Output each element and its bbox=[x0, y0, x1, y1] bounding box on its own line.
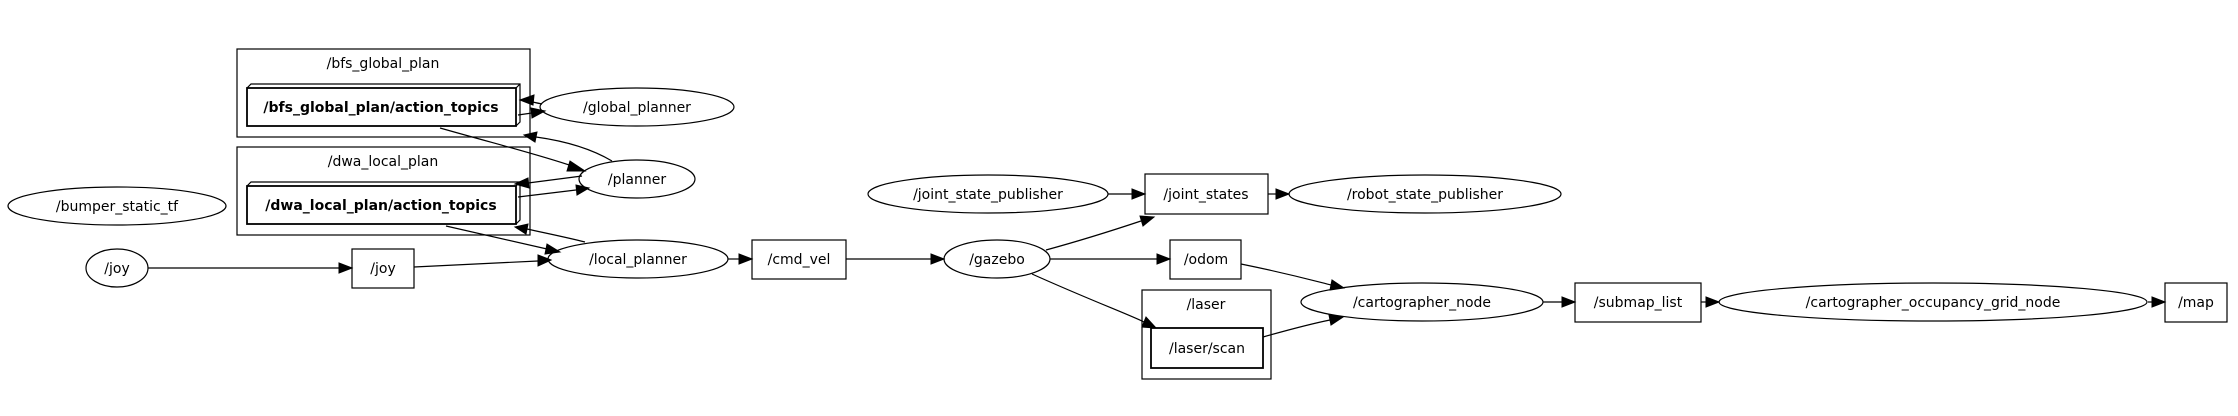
node-bfs-global-plan-action-topics[interactable]: /bfs_global_plan/action_topics bbox=[246, 83, 521, 127]
edge-dwa-action-to-planner bbox=[517, 189, 577, 198]
node-label: /bfs_global_plan/action_topics bbox=[263, 100, 498, 116]
edge-planner-to-dwa-action bbox=[527, 175, 583, 184]
edges bbox=[148, 94, 2167, 338]
node-joy[interactable]: /joy bbox=[85, 248, 149, 288]
node-planner[interactable]: /planner bbox=[578, 159, 696, 199]
node-label: /bumper_static_tf bbox=[56, 199, 179, 215]
edge-gazebo-to-joint-states bbox=[1045, 220, 1142, 251]
node-cartographer-occupancy-grid-node[interactable]: /cartographer_occupancy_grid_node bbox=[1718, 282, 2148, 322]
cluster-bfs-global-plan: /bfs_global_plan bbox=[236, 48, 531, 138]
cluster-label-laser: /laser bbox=[1187, 297, 1226, 313]
node-dwa-local-plan-action-topics[interactable]: /dwa_local_plan/action_topics bbox=[246, 181, 521, 225]
node-label: /cartographer_occupancy_grid_node bbox=[1806, 295, 2061, 311]
edge-joy-topic-to-local-planner bbox=[413, 260, 539, 268]
edge-gazebo-to-laser-scan bbox=[1031, 273, 1145, 323]
node-label: /joint_states bbox=[1163, 187, 1248, 203]
node-map[interactable]: /map bbox=[2164, 282, 2228, 323]
node-global-planner[interactable]: /global_planner bbox=[539, 87, 735, 127]
node-bumper-static-tf[interactable]: /bumper_static_tf bbox=[7, 186, 227, 226]
edge-dwa-action-to-local-planner bbox=[445, 225, 548, 250]
edge-bfs-action-to-planner bbox=[439, 127, 573, 167]
edge-laser-scan-to-cartographer bbox=[1262, 319, 1331, 338]
node-joint-state-publisher[interactable]: /joint_state_publisher bbox=[867, 174, 1109, 214]
node-label: /joint_state_publisher bbox=[913, 187, 1063, 203]
node-cmd-vel[interactable]: /cmd_vel bbox=[751, 239, 847, 280]
cluster-dwa-local-plan: /dwa_local_plan bbox=[236, 146, 531, 236]
edge-local-planner-to-dwa-action bbox=[526, 228, 586, 243]
node-joy-topic[interactable]: /joy bbox=[351, 248, 415, 289]
edge-planner-to-bfs-action bbox=[535, 136, 613, 162]
node-odom[interactable]: /odom bbox=[1169, 239, 1242, 280]
node-gazebo[interactable]: /gazebo bbox=[943, 239, 1051, 279]
node-label: /laser/scan bbox=[1169, 341, 1245, 357]
node-submap-list[interactable]: /submap_list bbox=[1574, 282, 1702, 323]
node-cartographer-node[interactable]: /cartographer_node bbox=[1300, 282, 1544, 322]
node-label: /global_planner bbox=[583, 100, 691, 116]
node-label: /cartographer_node bbox=[1353, 295, 1491, 311]
cluster-label-bfs-global-plan: /bfs_global_plan bbox=[327, 56, 440, 72]
node-laser-scan[interactable]: /laser/scan bbox=[1150, 327, 1264, 369]
cluster-laser: /laser bbox=[1141, 289, 1272, 380]
nodes: /bfs_global_plan/action_topics /dwa_loca… bbox=[7, 83, 2228, 369]
node-label: /gazebo bbox=[969, 252, 1025, 268]
node-label: /submap_list bbox=[1594, 295, 1683, 311]
node-robot-state-publisher[interactable]: /robot_state_publisher bbox=[1288, 174, 1562, 214]
edge-odom-to-cartographer bbox=[1240, 263, 1332, 286]
node-local-planner[interactable]: /local_planner bbox=[547, 239, 729, 279]
node-label: /robot_state_publisher bbox=[1347, 187, 1503, 203]
node-label: /joy bbox=[370, 261, 395, 277]
node-label: /local_planner bbox=[589, 252, 687, 268]
cluster-label-dwa-local-plan: /dwa_local_plan bbox=[328, 154, 438, 170]
node-label: /planner bbox=[608, 172, 666, 188]
node-label: /dwa_local_plan/action_topics bbox=[265, 198, 496, 214]
node-label: /odom bbox=[1184, 252, 1228, 268]
node-label: /map bbox=[2178, 295, 2214, 311]
node-label: /cmd_vel bbox=[768, 252, 831, 268]
node-label: /joy bbox=[104, 261, 129, 277]
node-joint-states[interactable]: /joint_states bbox=[1144, 173, 1269, 215]
